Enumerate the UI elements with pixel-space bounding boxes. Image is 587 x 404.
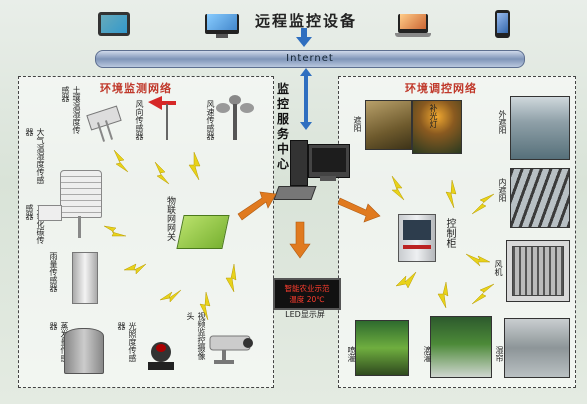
lightning-icon xyxy=(225,263,237,293)
device-label-fan: 风机 xyxy=(494,260,503,276)
controller-label: 控制柜 xyxy=(444,218,455,248)
header-title: 远程监控设备 xyxy=(255,12,358,30)
arrow-gateway-to-center xyxy=(237,191,277,221)
led-line-1: 智能农业示范 xyxy=(284,284,330,293)
device-label-wet-curtain: 湿帘 xyxy=(495,346,504,362)
lightning-icon xyxy=(391,175,405,201)
led-line-2: 温度 20℃ xyxy=(289,295,325,304)
lightning-icon xyxy=(123,263,147,275)
wet-curtain-photo xyxy=(504,318,570,378)
air-temp-humidity-sensor-icon xyxy=(60,170,102,218)
supplement-light-photo xyxy=(412,100,462,154)
laptop-icon xyxy=(395,12,431,38)
lightning-icon xyxy=(154,161,170,185)
device-label-supplement-light: 补光灯 xyxy=(429,104,438,128)
device-label-drip: 滴灌 xyxy=(423,346,432,362)
lightning-icon xyxy=(445,179,457,209)
device-label-sprinkler: 喷灌 xyxy=(347,346,356,362)
sensor-label-co2: 二氧化碳传感器 xyxy=(25,204,45,244)
left-section-title: 环境监测网络 xyxy=(100,82,172,95)
video-camera-icon xyxy=(209,335,253,364)
sensor-label-camera: 视频监控摄像头 xyxy=(186,312,206,360)
top-blue-arrow xyxy=(296,28,312,47)
lightning-icon xyxy=(465,253,491,267)
co2-sensor-icon xyxy=(38,205,62,221)
center-label: 监控服务中心 xyxy=(276,82,289,171)
light-sensor-icon xyxy=(148,342,174,370)
lightning-icon xyxy=(395,271,417,289)
sprinkler-photo xyxy=(355,320,409,376)
sensor-label-wind-speed: 风速传感器 xyxy=(206,100,215,140)
tablet-icon xyxy=(98,12,130,36)
sensor-label-air-temp-humidity: 大气温湿度传感器 xyxy=(25,128,45,184)
control-cabinet-icon xyxy=(398,214,436,262)
lightning-icon xyxy=(471,193,495,215)
led-display-panel: 智能农业示范 温度 20℃ xyxy=(273,278,341,310)
smartphone-icon xyxy=(495,10,510,38)
gateway-label: 物联网网关 xyxy=(165,196,175,241)
sensor-label-rain: 雨量传感器 xyxy=(49,252,58,292)
arrow-center-to-led xyxy=(289,221,311,259)
outer-shading-photo xyxy=(510,96,570,160)
lightning-icon xyxy=(437,281,449,309)
rain-gauge-icon xyxy=(72,252,98,304)
sensor-label-wind-direction: 风向传感器 xyxy=(135,100,144,140)
lightning-icon xyxy=(188,151,201,181)
device-label-inner-shading: 内遮阳 xyxy=(498,178,507,202)
monitor-icon xyxy=(205,12,239,38)
wind-direction-sensor-icon xyxy=(148,96,176,140)
inner-shading-photo xyxy=(510,168,570,228)
vertical-link-arrow xyxy=(300,68,312,130)
wind-speed-sensor-icon xyxy=(216,95,254,140)
evaporation-sensor-icon xyxy=(64,328,104,374)
led-caption: LED显示屏 xyxy=(285,310,325,319)
device-label-shading: 遮阳 xyxy=(353,116,362,132)
sensor-label-soil: 土壤温湿度传感器 xyxy=(61,86,81,134)
drip-irrigation-photo xyxy=(430,316,492,378)
shading-photo xyxy=(365,100,412,150)
lightning-icon xyxy=(159,289,182,303)
lightning-icon xyxy=(199,291,211,321)
internet-bar: Internet xyxy=(95,50,525,68)
device-label-outer-shading: 外遮阳 xyxy=(498,110,507,134)
arrow-center-to-right xyxy=(337,197,381,223)
air-sensor-pole xyxy=(78,216,81,238)
fan-photo xyxy=(506,240,570,302)
lightning-icon xyxy=(471,283,495,305)
right-section-title: 环境调控网络 xyxy=(405,82,477,95)
internet-label: Internet xyxy=(286,53,334,64)
lightning-icon xyxy=(113,149,129,173)
lightning-icon xyxy=(103,225,127,237)
sensor-label-light: 光照度传感器 xyxy=(117,322,137,362)
